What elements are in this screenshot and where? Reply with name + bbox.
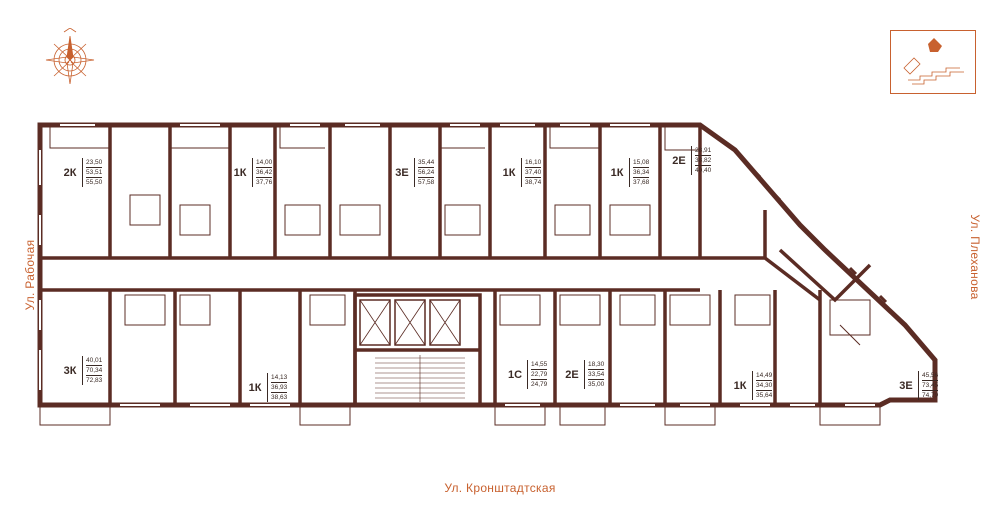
apartment-type: 1К (228, 158, 253, 187)
apartment-info-box[interactable]: 3Е 35,44 56,24 57,58 (390, 158, 437, 187)
apartment-info-box[interactable]: 1С 14,55 22,79 24,79 (503, 360, 550, 389)
apartment-type: 2Е (667, 146, 692, 175)
apartment-type: 1К (605, 158, 630, 187)
total-area: 33,54 (588, 371, 605, 380)
living-area: 40,01 (86, 357, 103, 366)
living-area: 45,56 (922, 372, 939, 381)
apartment-info-box[interactable]: 2Е 28,91 38,82 40,40 (667, 146, 714, 175)
apartment-info-box[interactable]: 1К 15,08 36,34 37,68 (605, 158, 652, 187)
total-area-with-balcony: 38,74 (525, 179, 542, 186)
living-area: 16,10 (525, 159, 542, 168)
total-area-with-balcony: 24,79 (531, 381, 548, 388)
apartment-type: 3Е (390, 158, 415, 187)
apartment-info-box[interactable]: 3Е 45,56 73,45 74,79 (894, 371, 941, 400)
total-area-with-balcony: 38,63 (271, 394, 288, 401)
total-area-with-balcony: 57,58 (418, 179, 435, 186)
living-area: 18,30 (588, 361, 605, 370)
total-area: 36,42 (256, 169, 273, 178)
apartment-type: 1К (728, 371, 753, 400)
street-label-bottom: Ул. Кронштадтская (444, 481, 556, 495)
total-area-with-balcony: 55,50 (86, 179, 103, 186)
apartment-info-box[interactable]: 2К 23,50 53,51 55,50 (58, 158, 105, 187)
street-label-right: Ул. Плеханова (968, 214, 982, 300)
total-area: 70,34 (86, 367, 103, 376)
building-key-plan-icon (890, 30, 976, 94)
street-label-left: Ул. Рабочая (23, 239, 37, 311)
apartment-type: 3Е (894, 371, 919, 400)
living-area: 14,00 (256, 159, 273, 168)
apartment-info-box[interactable]: 1К 16,10 37,40 38,74 (497, 158, 544, 187)
living-area: 14,13 (271, 374, 288, 383)
total-area-with-balcony: 37,76 (256, 179, 273, 186)
total-area-with-balcony: 37,68 (633, 179, 650, 186)
apartment-info-box[interactable]: 1К 14,49 34,30 35,64 (728, 371, 775, 400)
total-area-with-balcony: 40,40 (695, 167, 712, 174)
total-area-with-balcony: 35,64 (756, 392, 773, 399)
total-area-with-balcony: 74,79 (922, 392, 939, 399)
total-area-with-balcony: 35,00 (588, 381, 605, 388)
apartment-info-box[interactable]: 1К 14,13 36,93 38,63 (243, 373, 290, 402)
living-area: 23,50 (86, 159, 103, 168)
total-area: 53,51 (86, 169, 103, 178)
apartment-type: 3К (58, 356, 83, 385)
total-area: 34,30 (756, 382, 773, 391)
apartment-type: 1К (497, 158, 522, 187)
total-area: 36,93 (271, 384, 288, 393)
total-area: 36,34 (633, 169, 650, 178)
total-area: 37,40 (525, 169, 542, 178)
total-area: 56,24 (418, 169, 435, 178)
apartment-type: 1С (503, 360, 528, 389)
total-area: 38,82 (695, 157, 712, 166)
living-area: 28,91 (695, 147, 712, 156)
apartment-type: 1К (243, 373, 268, 402)
living-area: 14,55 (531, 361, 548, 370)
living-area: 14,49 (756, 372, 773, 381)
compass-rose-icon (45, 28, 95, 85)
total-area: 22,79 (531, 371, 548, 380)
living-area: 35,44 (418, 159, 435, 168)
living-area: 15,08 (633, 159, 650, 168)
apartment-type: 2К (58, 158, 83, 187)
apartment-info-box[interactable]: 2Е 18,30 33,54 35,00 (560, 360, 607, 389)
apartment-type: 2Е (560, 360, 585, 389)
total-area-with-balcony: 72,83 (86, 377, 103, 384)
apartment-info-box[interactable]: 3К 40,01 70,34 72,83 (58, 356, 105, 385)
apartment-info-box[interactable]: 1К 14,00 36,42 37,76 (228, 158, 275, 187)
total-area: 73,45 (922, 382, 939, 391)
